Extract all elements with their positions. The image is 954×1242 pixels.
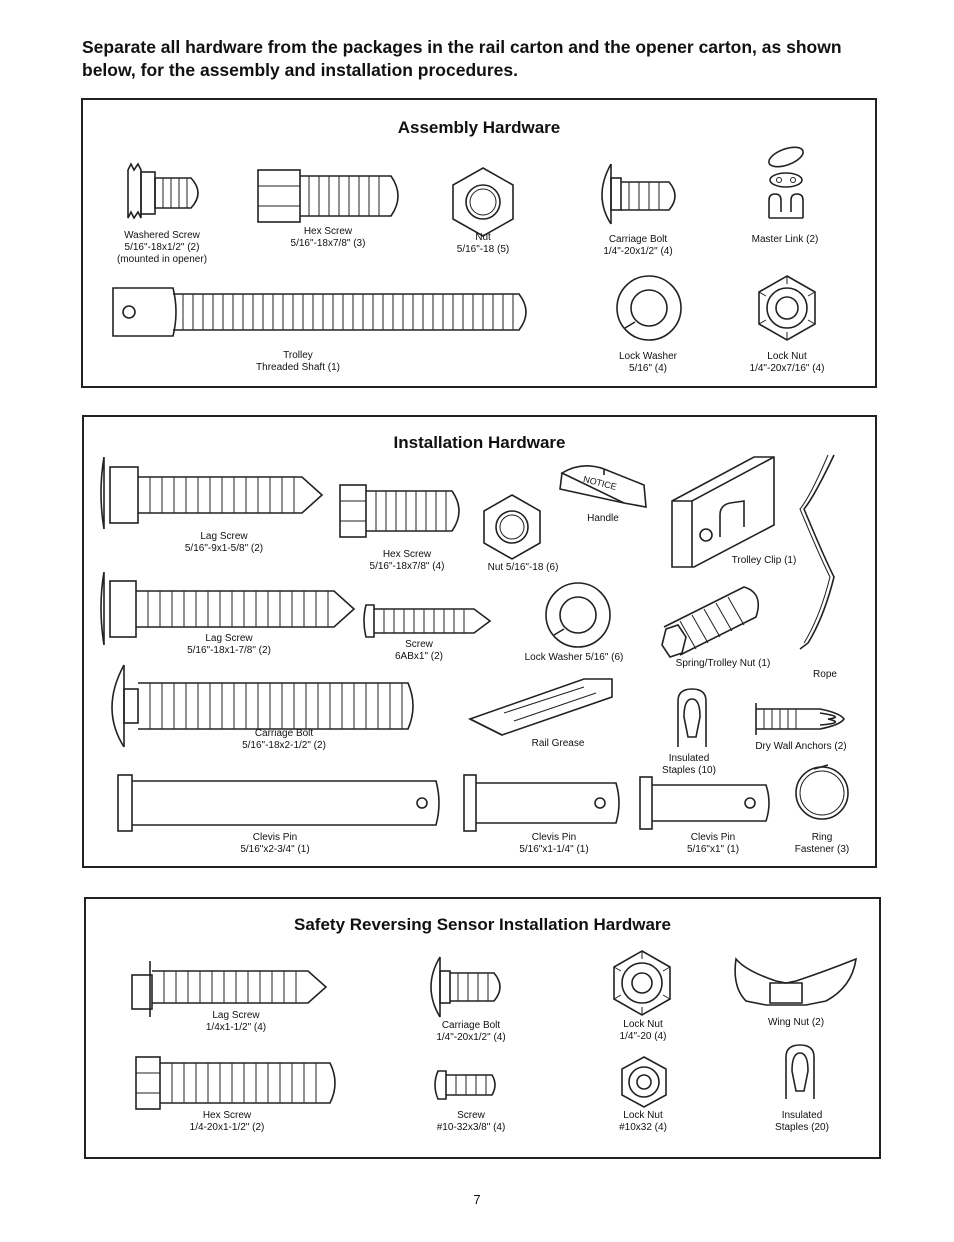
lag-screw-2-illustration [100,571,356,646]
sensor-lag-screw-illustration [131,961,328,1017]
sensor-hardware-illustrations [131,950,857,1110]
wing-nut-illustration [734,957,857,1006]
install-carriage-bolt-label: Carriage Bolt 5/16"-18x2-1/2" (2) [242,728,326,751]
trolley-clip-illustration [671,456,775,568]
sensor-insulated-staples-illustration [785,1044,815,1099]
installation-hardware-illustrations [100,454,849,832]
master-link-label: Master Link (2) [751,234,819,245]
sensor-carriage-bolt-label: Carriage Bolt 1/4"-20x1/2" (4) [436,1020,506,1043]
rope-label: Rope [813,669,837,680]
page-number: 7 [473,1192,481,1207]
lock-nut-label: Lock Nut 1/4"-20x7/16" (4) [749,351,825,374]
assembly-hardware-title: Assembly Hardware [397,118,561,137]
sensor-carriage-bolt-illustration [430,956,501,1018]
lock-washer-label: Lock Washer 5/16" (4) [619,351,677,374]
sensor-insulated-staples-label: Insulated Staples (20) [775,1110,829,1133]
carriage-bolt-label: Carriage Bolt 1/4"-20x1/2" (4) [603,234,673,257]
trolley-label: Trolley Threaded Shaft (1) [256,350,340,373]
spring-trolley-nut-illustration [661,586,760,658]
handle-label: Handle [587,513,619,524]
assembly-hardware-illustrations [112,146,816,341]
sensor-screw-label: Screw #10-32x3/8" (4) [436,1110,506,1133]
install-nut-label: Nut 5/16"-18 (6) [487,562,559,573]
rope-illustration [799,454,835,650]
sensor-hex-screw-illustration [135,1056,336,1110]
dry-wall-anchors-label: Dry Wall Anchors (2) [755,741,847,752]
sensor-hardware-title: Safety Reversing Sensor Installation Har… [294,915,671,934]
sensor-lag-screw-label: Lag Screw 1/4x1-1/2" (4) [205,1010,267,1033]
sensor-lock-nut-small-illustration [621,1056,667,1108]
insulated-staples-label: Insulated Staples (10) [662,753,716,776]
lock-nut-illustration [758,275,816,341]
sensor-hex-screw-label: Hex Screw 1/4-20x1-1/2" (2) [189,1110,265,1133]
sensor-screw-illustration [434,1070,496,1100]
trolley-clip-label: Trolley Clip (1) [731,555,797,566]
install-hex-screw-label: Hex Screw 5/16"-18x7/8" (4) [369,549,445,572]
clevis-pin-2-illustration [463,774,620,832]
screw-6ab-illustration [363,604,492,638]
install-nut-illustration [483,494,541,560]
intro-instructions: Separate all hardware from the packages … [82,37,842,80]
washered-screw-label: Washered Screw 5/16"-18x1/2" (2) (mounte… [116,230,208,265]
spring-trolley-nut-label: Spring/Trolley Nut (1) [675,658,771,669]
install-lock-washer-illustration [545,582,611,648]
wing-nut-label: Wing Nut (2) [767,1017,825,1028]
sensor-lock-nut-illustration [613,950,671,1016]
ring-fastener-label: Ring Fastener (3) [794,832,850,855]
hex-screw-illustration [257,169,399,223]
clevis-pin-2-label: Clevis Pin 5/16"x1-1/4" (1) [519,832,589,855]
nut-illustration [452,167,514,237]
sensor-lock-nut-label: Lock Nut 1/4"-20 (4) [619,1019,667,1042]
installation-hardware-box: Installation Hardware [82,415,877,868]
washered-screw-illustration [127,162,199,220]
nut-label: Nut 5/16"-18 (5) [456,232,510,255]
ring-fastener-illustration [795,764,849,820]
hex-screw-label: Hex Screw 5/16"-18x7/8" (3) [290,226,366,249]
dry-wall-anchors-illustration [755,703,845,735]
handle-illustration [559,465,647,508]
lag-screw-2-label: Lag Screw 5/16"-18x1-7/8" (2) [187,633,271,656]
installation-hardware-title: Installation Hardware [393,433,566,452]
install-lock-washer-label: Lock Washer 5/16" (6) [524,652,624,663]
clevis-pin-1-illustration [117,774,440,832]
clevis-pin-3-label: Clevis Pin 5/16"x1" (1) [686,832,740,855]
trolley-threaded-shaft-illustration [112,287,527,337]
master-link-illustration [768,146,804,219]
assembly-hardware-box: Assembly Hardware [81,98,877,388]
clevis-pin-3-illustration [639,776,770,830]
install-hex-screw-illustration [339,484,460,538]
clevis-pin-1-label: Clevis Pin 5/16"x2-3/4" (1) [240,832,310,855]
sensor-hardware-box: Safety Reversing Sensor Installation Har… [84,897,881,1159]
sensor-lock-nut-small-label: Lock Nut #10x32 (4) [619,1110,667,1133]
rail-grease-label: Rail Grease [531,738,585,749]
insulated-staples-illustration [677,688,707,747]
screw-6ab-label: Screw 6ABx1" (2) [394,639,443,662]
install-carriage-bolt-illustration [111,664,414,748]
lag-screw-1-label: Lag Screw 5/16"-9x1-5/8" (2) [184,531,264,554]
lag-screw-1-illustration [100,456,324,530]
lock-washer-illustration [616,275,682,341]
rail-grease-illustration [467,678,613,736]
carriage-bolt-illustration [601,163,676,225]
